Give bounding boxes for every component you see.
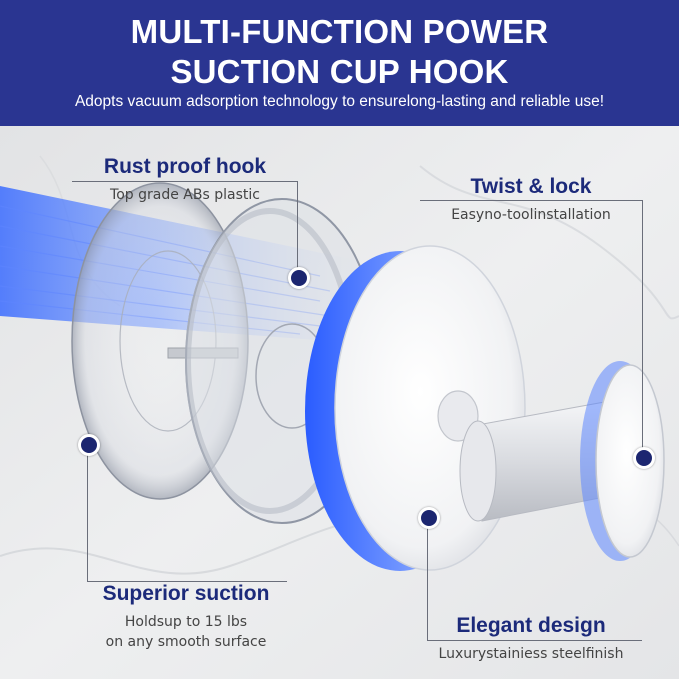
callout-elegant-design-desc: Luxurystainiess steelfinish [438, 646, 624, 662]
marble-vein [419, 165, 679, 320]
leader-twist-lock-v [642, 200, 643, 456]
marker-elegant-design [418, 507, 440, 529]
marker-twist-lock [633, 447, 655, 469]
header-banner: MULTI-FUNCTION POWER SUCTION CUP HOOK Ad… [0, 0, 679, 126]
leader-rust-proof-h [72, 181, 297, 182]
callout-rust-proof-desc: Top grade ABs plastic [110, 187, 260, 203]
marker-superior-suction [78, 434, 100, 456]
title-line-2: SUCTION CUP HOOK [170, 53, 509, 90]
callout-elegant-design: Elegant design Luxurystainiess steelfini… [420, 614, 642, 664]
header-subtitle: Adopts vacuum adsorption technology to e… [74, 93, 605, 110]
leader-elegant-h [427, 640, 642, 641]
leader-suction-v [87, 443, 88, 581]
callout-twist-lock-title: Twist & lock [470, 175, 592, 198]
end-knob [595, 364, 665, 558]
callout-superior-suction: Superior suction Holdsup to 15 lbs on an… [86, 582, 286, 652]
title-line-1: MULTI-FUNCTION POWER [130, 13, 549, 50]
callout-superior-suction-desc-2: on any smooth surface [105, 634, 267, 650]
callout-superior-suction-title: Superior suction [102, 582, 270, 605]
marker-rust-proof [288, 267, 310, 289]
leader-suction-h [87, 581, 287, 582]
callout-rust-proof: Rust proof hook Top grade ABs plastic [72, 155, 298, 205]
hook-peg-base [459, 420, 497, 522]
callout-rust-proof-title: Rust proof hook [103, 155, 267, 178]
leader-elegant-v [427, 516, 428, 640]
leader-twist-lock-h [420, 200, 642, 201]
callout-twist-lock: Twist & lock Easyno-toolinstallation [420, 175, 642, 225]
callout-twist-lock-desc: Easyno-toolinstallation [451, 207, 611, 223]
callout-superior-suction-desc-1: Holdsup to 15 lbs [124, 614, 248, 630]
exploded-product-illustration [0, 126, 679, 679]
callout-elegant-design-title: Elegant design [456, 614, 606, 637]
leader-rust-proof-v [297, 181, 298, 276]
